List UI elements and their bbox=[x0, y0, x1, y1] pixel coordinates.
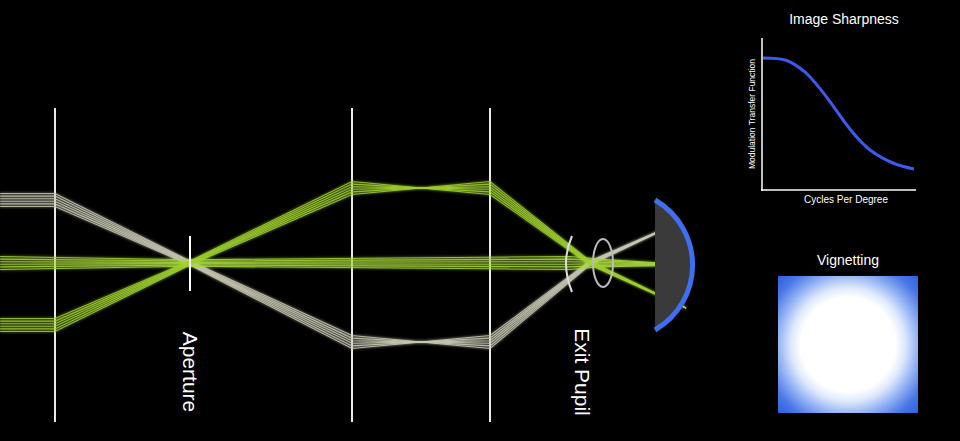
lens-plane bbox=[351, 108, 353, 422]
part-label: Exit Pupil bbox=[570, 328, 594, 416]
mtf-curve bbox=[763, 58, 914, 169]
light-ray bbox=[0, 184, 686, 321]
vignetting-panel: Vignetting bbox=[778, 252, 918, 413]
retina bbox=[655, 200, 693, 330]
panel-heading: Vignetting bbox=[778, 252, 918, 268]
axis-label: Cycles Per Degree bbox=[804, 194, 888, 206]
light-ray bbox=[0, 201, 680, 343]
light-ray bbox=[0, 188, 686, 332]
vignetting-swatch bbox=[778, 276, 918, 413]
ray-bundles bbox=[0, 182, 692, 349]
lens-plane bbox=[54, 108, 56, 422]
light-ray bbox=[0, 199, 680, 342]
chart-title: Image Sharpness bbox=[789, 11, 899, 27]
mtf-chart bbox=[761, 38, 916, 191]
eyeball bbox=[655, 200, 693, 330]
light-ray bbox=[0, 207, 680, 349]
aperture-stop bbox=[189, 236, 191, 291]
chart-axis bbox=[761, 189, 916, 191]
lens-plane bbox=[489, 108, 491, 422]
light-ray bbox=[0, 187, 686, 324]
eye bbox=[566, 200, 693, 330]
chart-axis bbox=[761, 38, 763, 191]
light-ray bbox=[0, 265, 692, 270]
aperture-stop-line bbox=[189, 236, 191, 291]
axis-label: Modulation Transfer Function bbox=[748, 59, 758, 169]
cornea bbox=[566, 236, 572, 292]
part-label: Aperture bbox=[178, 332, 202, 413]
light-ray bbox=[0, 265, 692, 267]
light-ray bbox=[0, 182, 686, 319]
eye-lens bbox=[593, 239, 613, 287]
